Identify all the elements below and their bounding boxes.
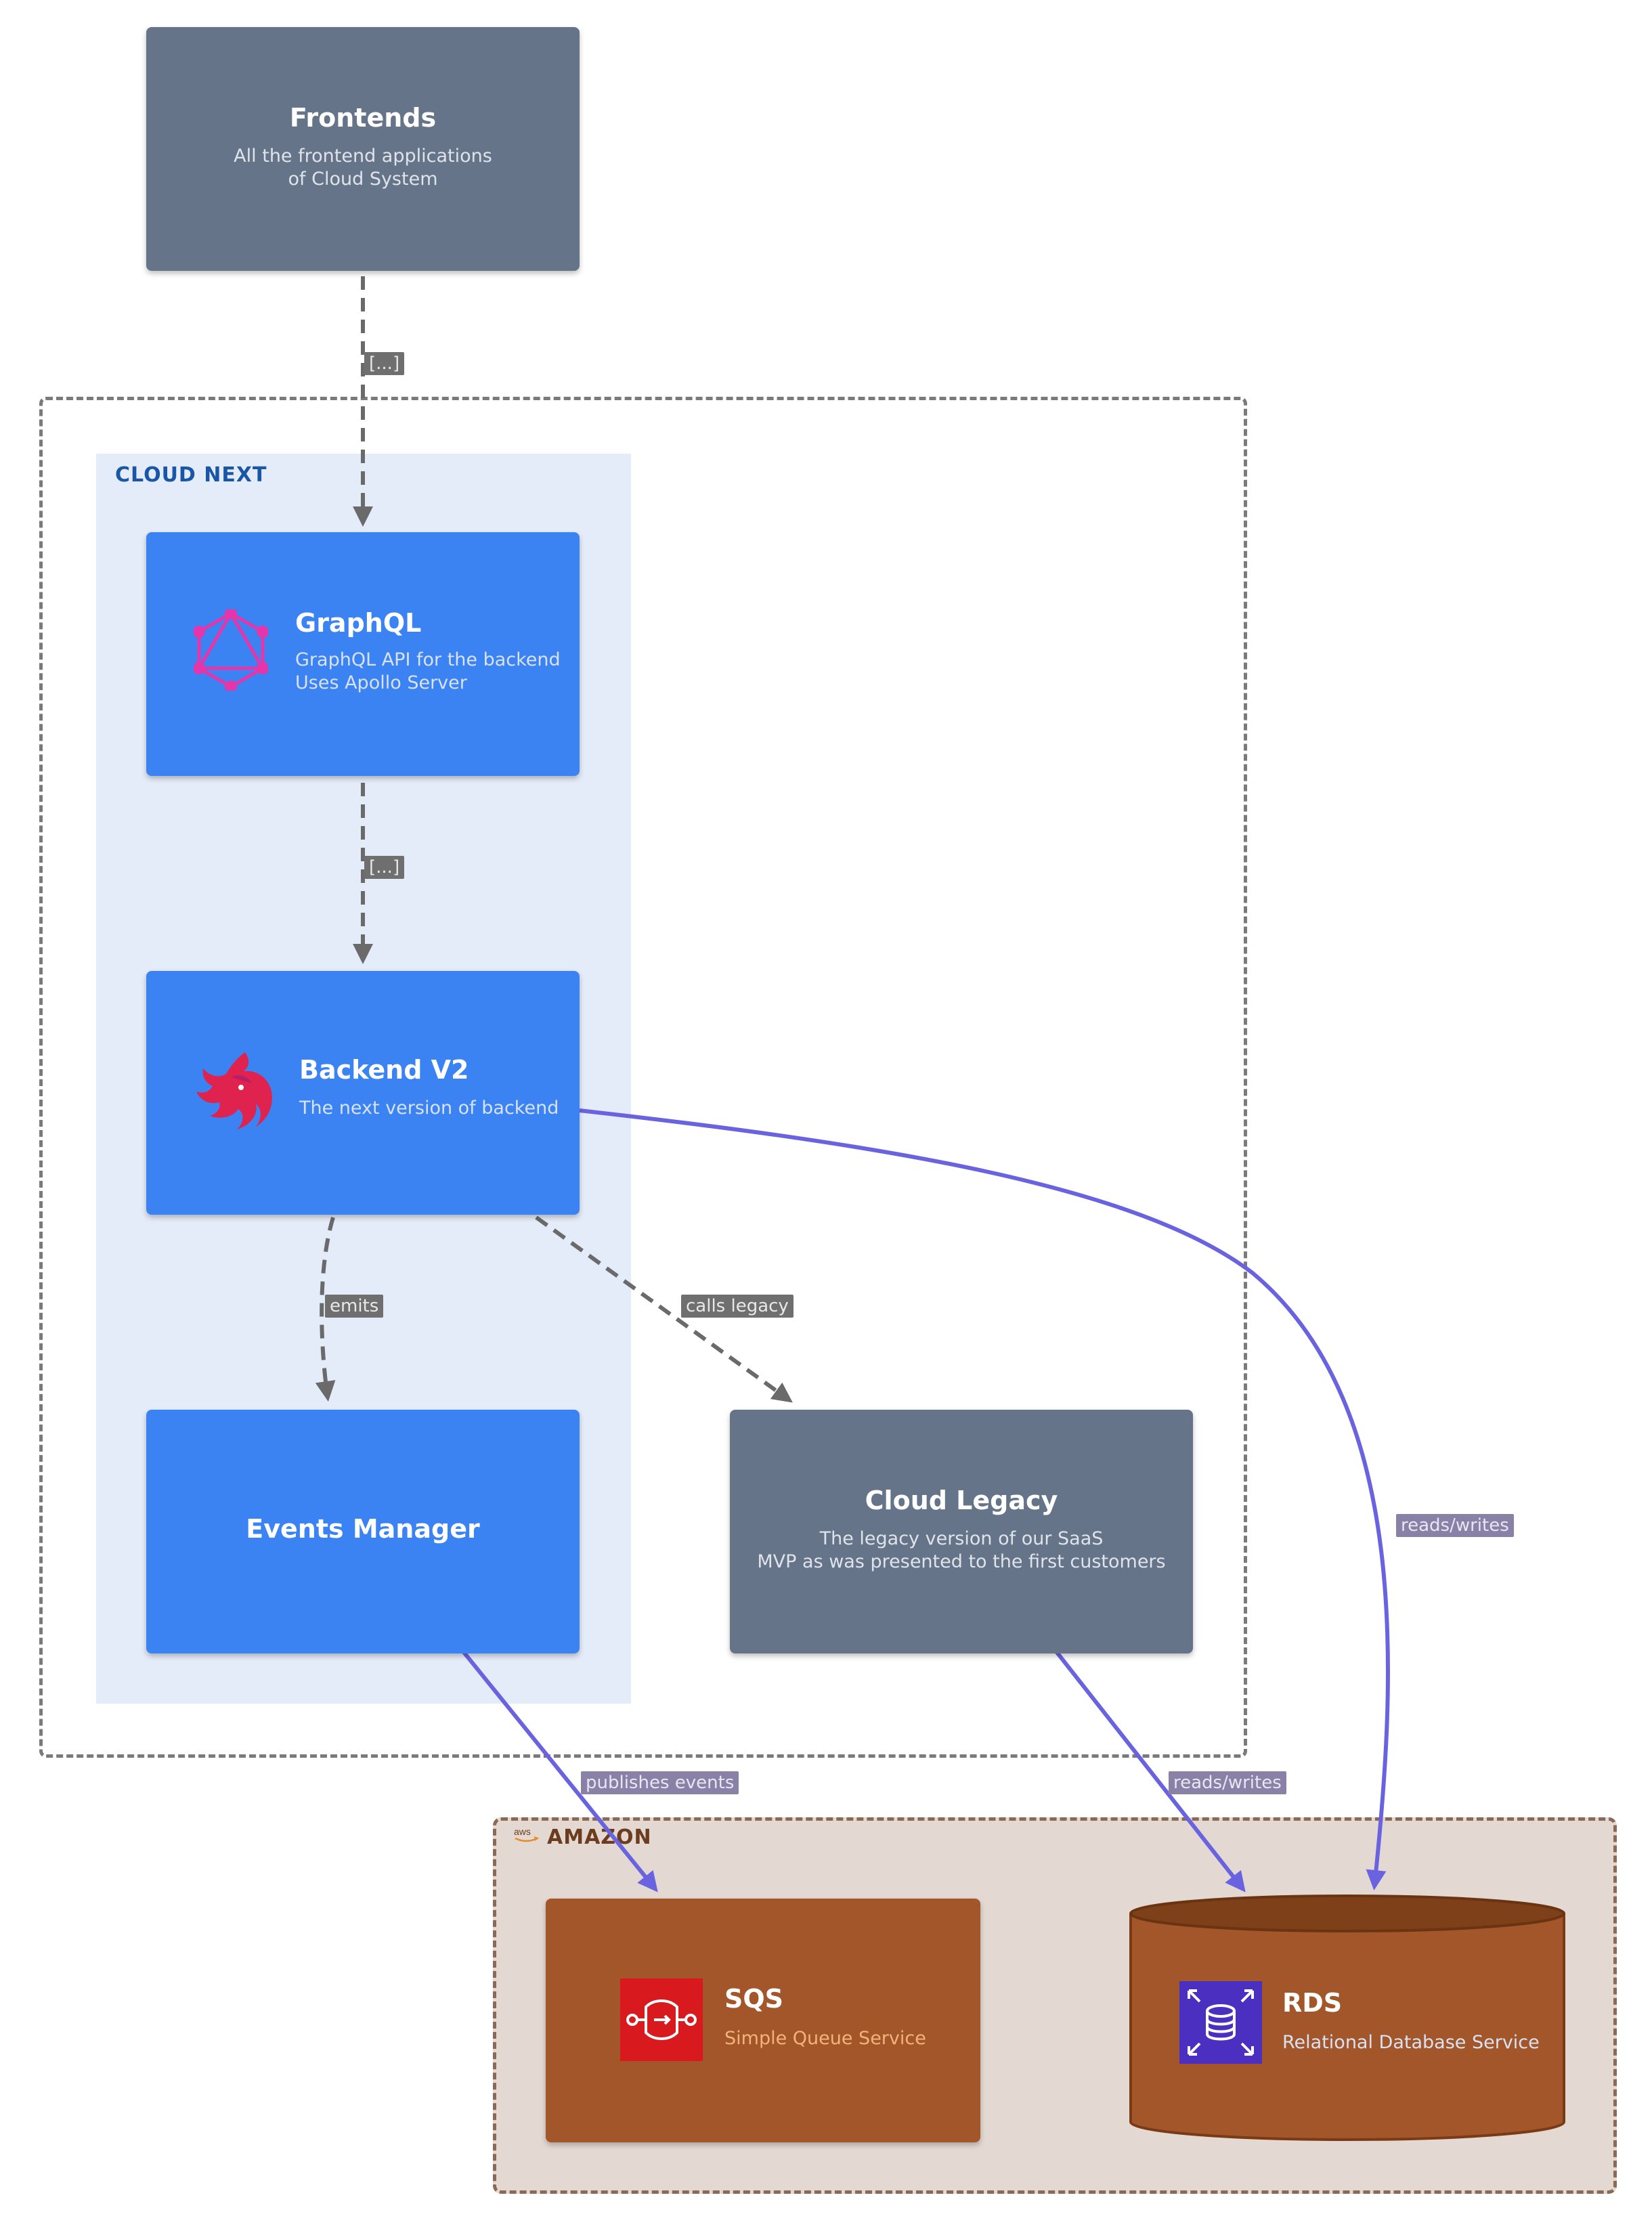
edge-label-emits: emits — [325, 1295, 384, 1318]
edge-label-backend-rds: reads/writes — [1396, 1514, 1514, 1537]
rds-desc: Relational Database Service — [1282, 2032, 1540, 2053]
graphql-desc-line2: Uses Apollo Server — [295, 672, 467, 693]
legacy-desc-line1: The legacy version of our SaaS — [819, 1528, 1104, 1549]
node-backend-v2[interactable]: Backend V2 The next version of backend — [146, 971, 580, 1215]
frontends-title: Frontends — [289, 103, 437, 133]
node-graphql[interactable]: GraphQL GraphQL API for the backend Uses… — [146, 532, 580, 776]
legacy-desc-line2: MVP as was presented to the first custom… — [757, 1551, 1166, 1572]
aws-icon: aws — [514, 1826, 540, 1842]
node-cloud-legacy[interactable]: Cloud Legacy The legacy version of our S… — [730, 1410, 1193, 1653]
rds-title: RDS — [1282, 1988, 1343, 2018]
edge-label-calls-legacy: calls legacy — [681, 1295, 794, 1318]
graphql-title: GraphQL — [295, 608, 422, 638]
aws-logo-text: aws — [514, 1826, 531, 1837]
edge-label-frontends-graphql: [...] — [364, 352, 405, 375]
sqs-title: SQS — [724, 1984, 784, 2014]
backend-title: Backend V2 — [299, 1055, 469, 1085]
nestjs-icon — [196, 1052, 272, 1129]
sqs-desc: Simple Queue Service — [724, 2028, 926, 2049]
events-title: Events Manager — [246, 1514, 480, 1544]
graphql-desc-line1: GraphQL API for the backend — [295, 649, 561, 670]
legacy-title: Cloud Legacy — [865, 1486, 1058, 1515]
edge-label-graphql-backend: [...] — [364, 856, 405, 879]
amazon-title: AMAZON — [547, 1825, 652, 1849]
rds-icon — [1179, 1981, 1262, 2064]
frontends-desc-line1: All the frontend applications — [234, 146, 492, 167]
graphql-icon — [194, 609, 268, 691]
node-rds[interactable]: RDS Relational Database Service — [1127, 1893, 1568, 2150]
rds-cylinder — [1129, 1895, 1565, 2141]
sqs-icon — [620, 1978, 703, 2061]
edge-label-publishes-events: publishes events — [581, 1771, 739, 1794]
node-frontends[interactable]: Frontends All the frontend applications … — [146, 27, 580, 271]
cloud-next-title: CLOUD NEXT — [115, 463, 267, 487]
backend-desc: The next version of backend — [299, 1098, 559, 1119]
node-sqs[interactable]: SQS Simple Queue Service — [546, 1899, 980, 2142]
frontends-desc-line2: of Cloud System — [288, 169, 438, 190]
node-events-manager[interactable]: Events Manager — [146, 1410, 580, 1653]
edge-label-legacy-rds: reads/writes — [1169, 1771, 1286, 1794]
